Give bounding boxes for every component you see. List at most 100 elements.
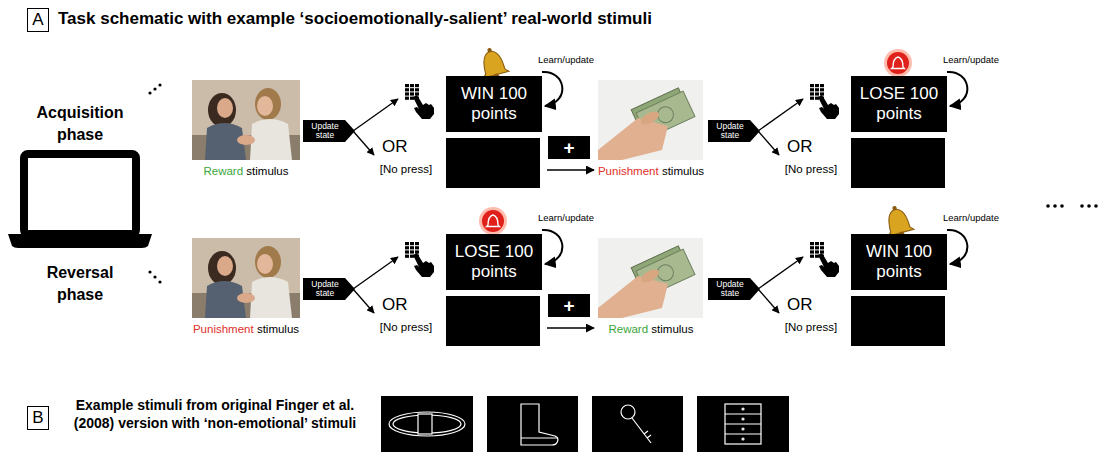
choice-label: OR [787,137,823,157]
box-text: Update state [711,280,749,298]
box-text: WIN 100 points [855,242,943,283]
continuation-dots [1060,204,1064,208]
example-object-images [742,438,744,440]
box-text: B [32,409,43,428]
example-object-images [725,414,761,434]
arrow-shape [708,278,760,300]
next-trial-arrow [547,170,594,171]
choice-label: OR [787,137,813,156]
update-state-arrow: Update state [708,278,760,300]
continuation-dots [1080,204,1084,208]
stimulus-caption: Rewardstimulus [586,323,716,335]
laptop-icon [8,154,152,248]
choice-label: OR [382,295,418,315]
phase-label: Acquisition phase [30,102,130,146]
learn-label: Learn/update [943,54,999,65]
example-object-images [592,396,683,452]
choice-label: OR [787,295,823,315]
example-object-images [381,396,473,452]
stimulus-caption: Reward [203,165,243,177]
lose-alarm-icon [884,49,912,77]
arrow-shape [303,120,355,142]
no-press-label: [No press] [380,321,432,333]
learn-label: Learn/update [538,54,594,65]
laptop-icon [24,154,136,234]
stimulus-caption: Punishmentstimulus [586,165,716,177]
stimulus-caption: Rewardstimulus [181,165,311,177]
stimulus-caption: Punishment [598,165,659,177]
stimulus-caption: stimulus [662,165,704,177]
learn-label: Learn/update [943,212,1023,223]
example-object-images [521,437,558,438]
stimulus-caption: stimulus [651,323,693,335]
choice-label: OR [382,137,408,156]
box-text: Update state [306,122,344,140]
box-text: Update state [711,122,749,140]
panel-title: Task schematic with example ‘socioemotio… [58,9,652,29]
example-object-images [418,414,432,434]
example-object-images [697,396,789,452]
box-text: Update state [306,280,344,298]
lose-alarm-icon [479,207,507,235]
box-text: A [32,11,43,30]
fixation-box: + [548,136,590,159]
no-press-label: [No press] [773,321,849,333]
example-object-images [521,404,558,445]
example-object-images [487,396,578,452]
outcome-box: WIN 100 points [446,76,542,132]
box-text: + [563,138,574,157]
example-object-images [381,396,789,452]
learn-label: Learn/update [538,212,618,223]
choice-label: OR [787,295,813,314]
response-branch [353,72,562,188]
box-text: LOSE 100 points [450,242,538,283]
example-object-images [389,404,761,445]
learn-label: Learn/update [943,212,999,223]
panel-letter-box: B [27,406,49,430]
example-object-images [725,404,761,444]
fixation-box: + [548,294,590,317]
box-text: WIN 100 points [450,84,538,125]
example-object-images [393,415,461,433]
learn-label: Learn/update [538,212,594,223]
learn-label: Learn/update [538,54,618,65]
example-object-images [632,418,651,443]
update-state-arrow: Update state [708,120,760,142]
panel-heading: Example stimuli from original Finger et … [74,397,356,431]
outcome-box: LOSE 100 points [851,76,947,132]
no-press-label: [No press] [773,163,849,175]
response-branch [758,72,967,188]
lose-alarm-icon [884,49,912,77]
outcome-box: WIN 100 points [851,234,947,290]
example-object-images [389,412,465,436]
update-state-arrow: Update state [303,278,355,300]
update-state-arrow: Update state [303,120,355,142]
example-object-images [742,428,744,430]
outcome-box: LOSE 100 points [446,234,542,290]
laptop-icon [8,234,152,248]
box-text: + [563,296,574,315]
stimulus-caption: stimulus [257,323,299,335]
no-press-label: [No press] [368,163,444,175]
continuation-dots [148,91,151,94]
stimulus-caption: stimulus [246,165,288,177]
phase-label: Reversal phase [47,264,114,303]
response-branch [758,230,967,346]
phase-label: Acquisition phase [36,104,123,143]
no-press-label: [No press] [368,321,444,333]
no-press-label: [No press] [380,163,432,175]
stimulus-caption: Punishment [193,323,254,335]
stimulus-caption: Reward [608,323,648,335]
continuation-dots [1094,204,1098,208]
arrow-shape [303,278,355,300]
choice-label: OR [382,137,418,157]
stimulus-caption: Punishmentstimulus [181,323,311,335]
no-press-label: [No press] [785,321,837,333]
no-press-label: [No press] [785,163,837,175]
example-object-images [742,418,744,420]
choice-label: OR [382,295,408,314]
continuation-dots [1046,204,1050,208]
